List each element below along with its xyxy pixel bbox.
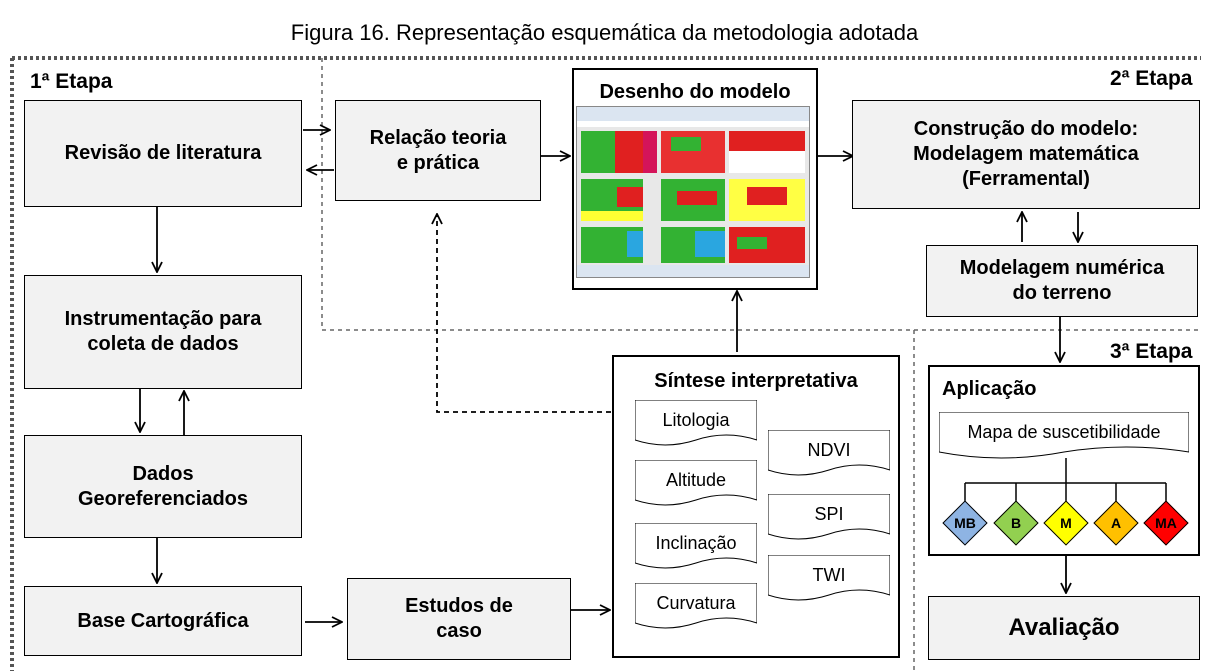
stage3-label: 3ª Etapa	[1110, 340, 1193, 363]
georeferenced-data-label: Dados Georeferenciados	[77, 462, 249, 510]
class-diamond-0: MB	[942, 500, 988, 546]
synthesis-doc-right-0: NDVI	[768, 430, 890, 480]
outer-dotted-frame	[10, 56, 1201, 671]
class-label-3: A	[1110, 515, 1122, 531]
instrumentation-box: Instrumentação para coleta de dados	[24, 275, 302, 389]
synthesis-doc-left-0: Litologia	[635, 400, 757, 450]
susceptibility-map-doc: Mapa de suscetibilidade	[939, 412, 1189, 464]
synthesis-item-left-1: Altitude	[665, 470, 727, 490]
stage2-label: 2ª Etapa	[1110, 67, 1193, 90]
synthesis-item-left-3: Curvatura	[656, 593, 736, 613]
evaluation-label: Avaliação	[1008, 614, 1120, 641]
synthesis-doc-left-2: Inclinação	[635, 523, 757, 573]
model-construction-box: Construção do modelo: Modelagem matemáti…	[852, 100, 1200, 209]
case-studies-box: Estudos de caso	[347, 578, 571, 660]
synthesis-item-right-2: TWI	[812, 565, 846, 585]
literature-review-box: Revisão de literatura	[24, 100, 302, 207]
class-diamond-3: A	[1093, 500, 1139, 546]
dashed-arrow-synthesis-to-theory	[437, 214, 611, 413]
class-label-4: MA	[1155, 515, 1177, 531]
spreadsheet-thumbnail	[577, 107, 809, 277]
application-label: Aplicação	[942, 378, 1037, 400]
susceptibility-map-label: Mapa de suscetibilidade	[967, 422, 1161, 442]
class-label-0: MB	[954, 515, 976, 531]
class-label-1: B	[1010, 515, 1022, 531]
spreadsheet-screenshot-image	[576, 106, 810, 278]
synthesis-doc-right-1: SPI	[768, 494, 890, 544]
class-diamond-4: MA	[1143, 500, 1189, 546]
figure-title: Figura 16. Representação esquemática da …	[290, 20, 919, 45]
class-diamond-2: M	[1043, 500, 1089, 546]
theory-practice-box: Relação teoria e prática	[335, 100, 541, 201]
terrain-modeling-label: Modelagem numérica do terreno	[959, 257, 1165, 304]
interpretive-synthesis-label: Síntese interpretativa	[654, 370, 858, 392]
stage2-dashed-border	[321, 58, 1201, 331]
stage1-label: 1ª Etapa	[30, 70, 113, 93]
class-diamond-1: B	[993, 500, 1039, 546]
synthesis-item-left-2: Inclinação	[655, 533, 737, 553]
georeferenced-data-box: Dados Georeferenciados	[24, 435, 302, 538]
synthesis-item-left-0: Litologia	[662, 410, 730, 430]
synthesis-doc-left-3: Curvatura	[635, 583, 757, 633]
synthesis-doc-right-2: TWI	[768, 555, 890, 605]
synthesis-item-right-1: SPI	[814, 504, 844, 524]
theory-practice-label: Relação teoria e prática	[369, 126, 507, 174]
cartographic-base-box: Base Cartográfica	[24, 586, 302, 656]
class-label-2: M	[1060, 515, 1072, 531]
synthesis-doc-left-1: Altitude	[635, 460, 757, 510]
terrain-modeling-box: Modelagem numérica do terreno	[926, 245, 1198, 317]
model-construction-label: Construção do modelo: Modelagem matemáti…	[913, 118, 1139, 190]
synthesis-item-right-0: NDVI	[807, 440, 851, 460]
cartographic-base-label: Base Cartográfica	[77, 609, 249, 632]
evaluation-box: Avaliação	[928, 596, 1200, 660]
instrumentation-label: Instrumentação para coleta de dados	[64, 308, 262, 355]
model-design-label: Desenho do modelo	[599, 81, 791, 103]
literature-review-label: Revisão de literatura	[64, 142, 262, 164]
case-studies-label: Estudos de caso	[405, 595, 513, 642]
